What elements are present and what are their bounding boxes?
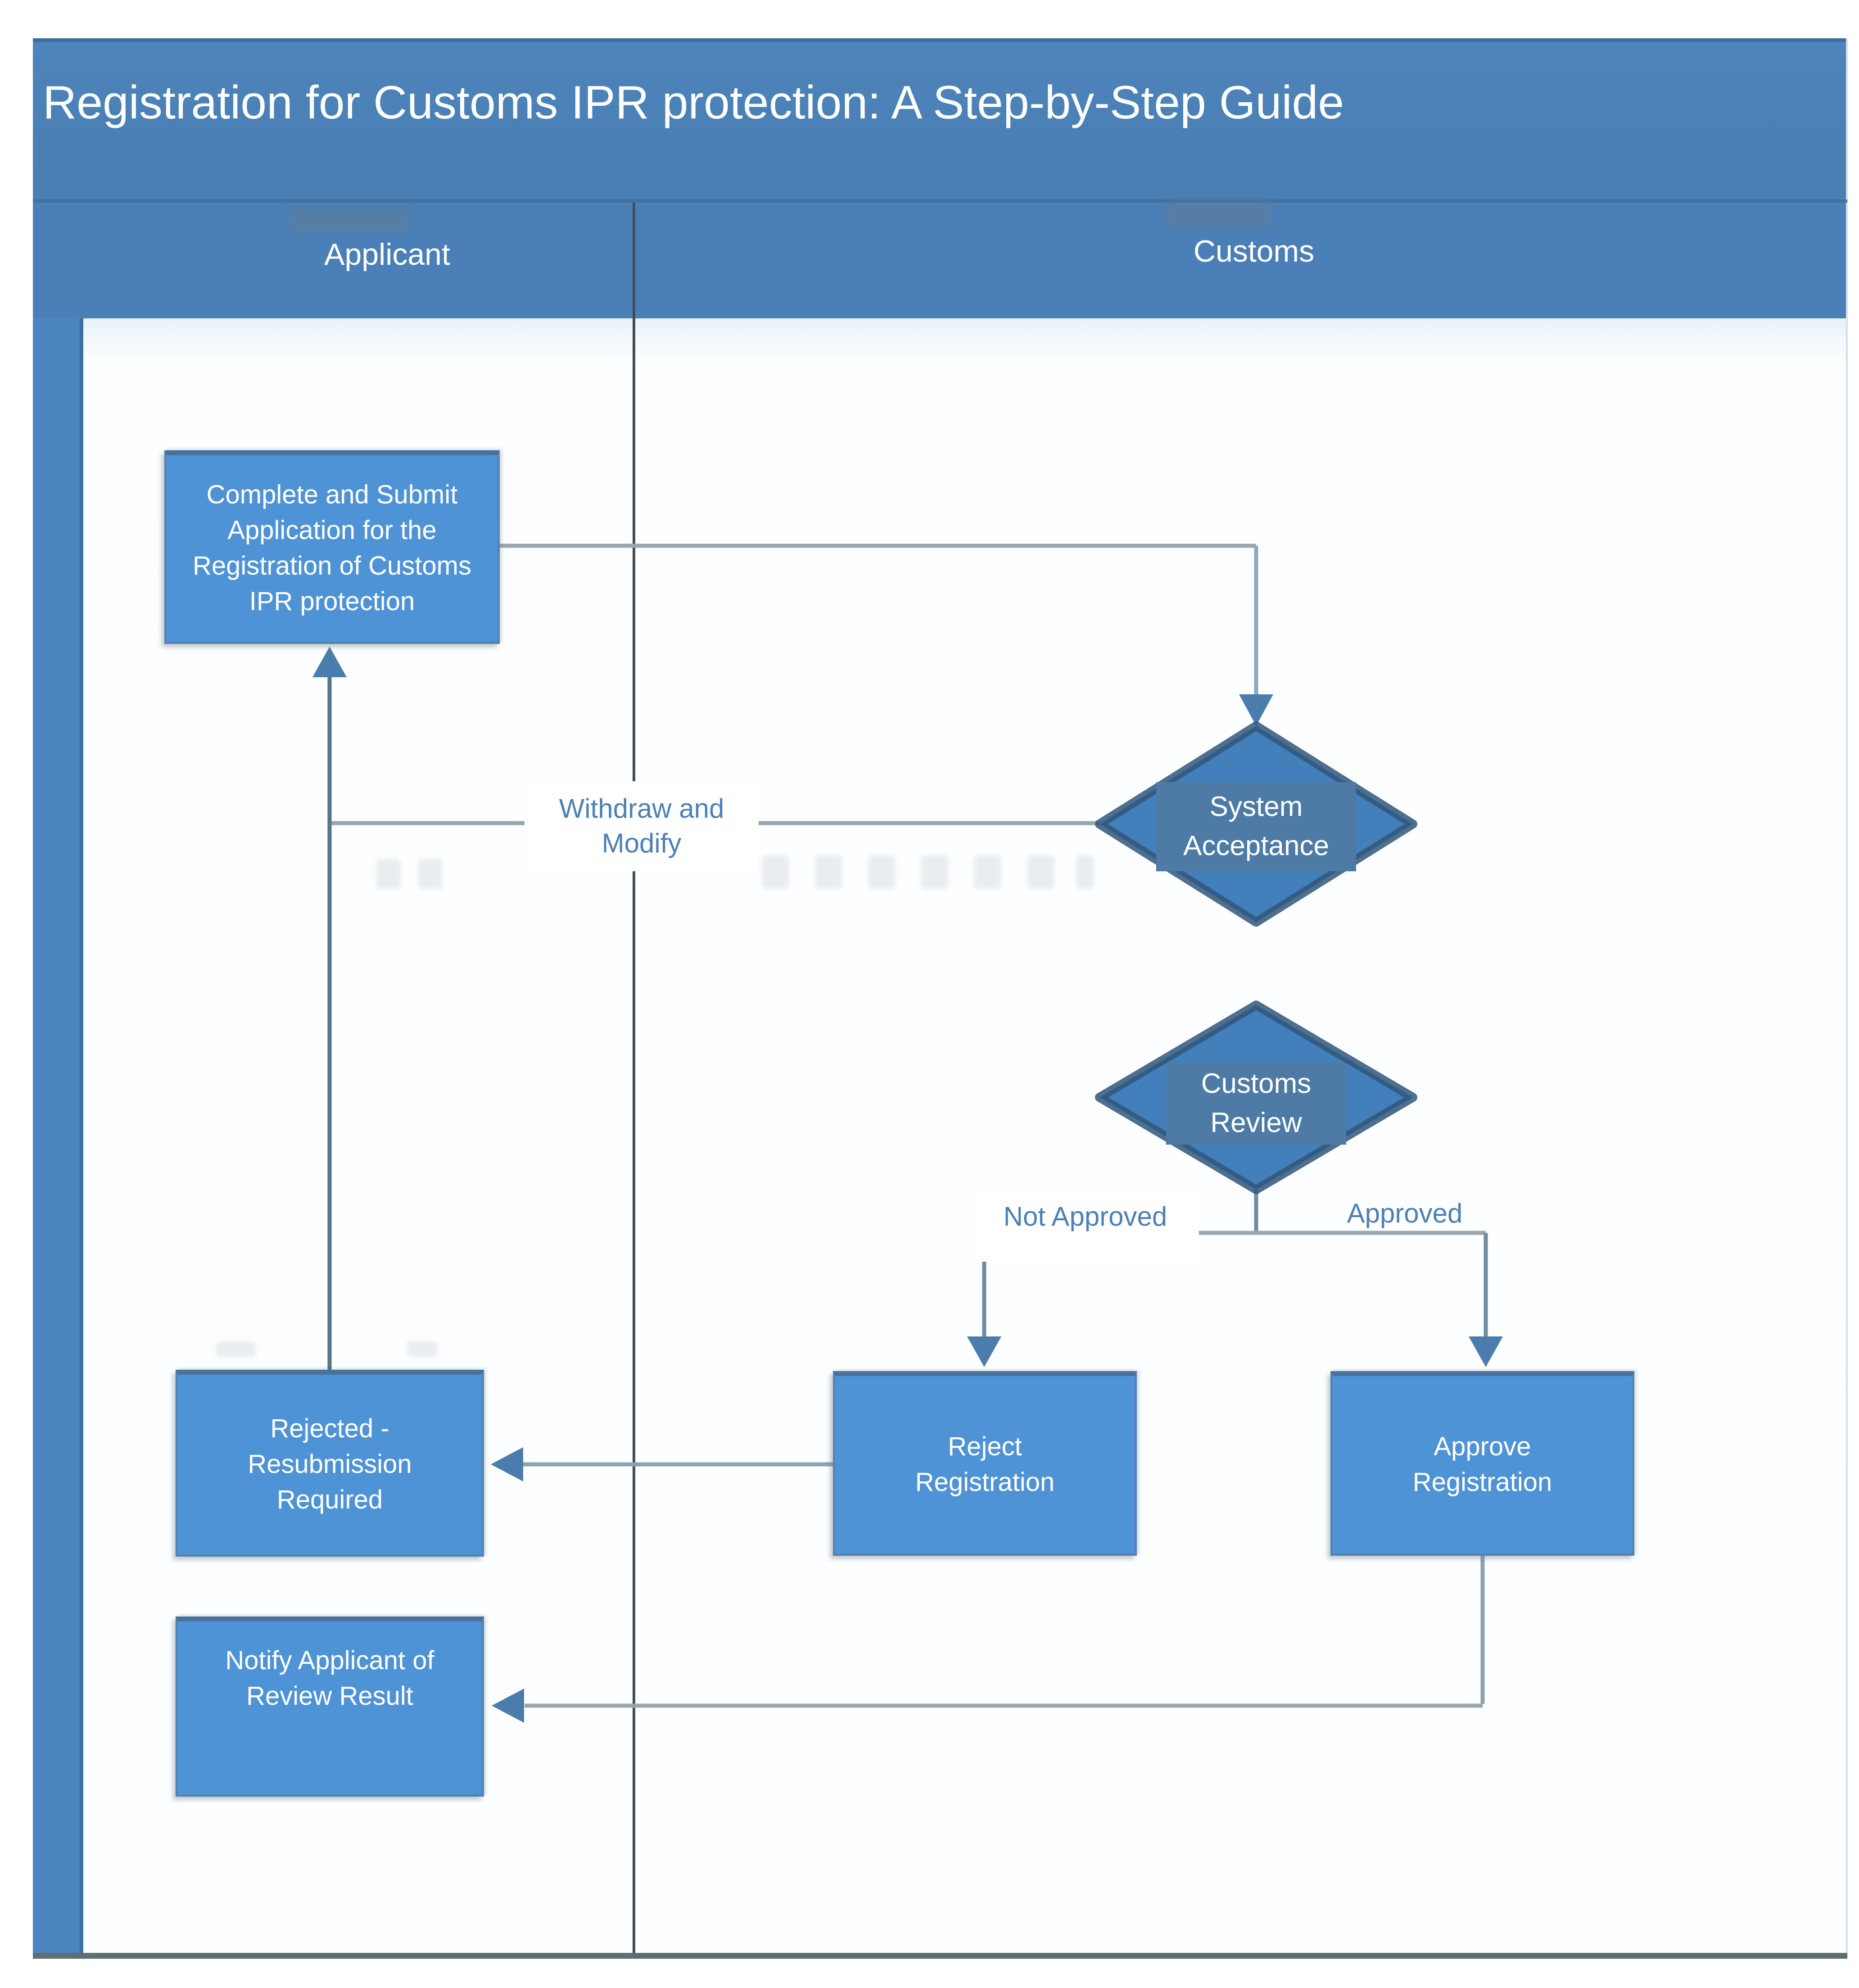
title-bar: [33, 38, 1847, 200]
lane-divider: [633, 203, 635, 1953]
watermark-smudge: [762, 856, 789, 889]
watermark-smudge: [407, 1341, 438, 1357]
lane-header-band: [33, 203, 1847, 318]
edge-label-approved: Approved: [1324, 1189, 1486, 1238]
node-label: Notify Applicant of Review Result: [225, 1646, 434, 1711]
right-border: [1846, 38, 1848, 1956]
node-label: Reject Registration: [915, 1432, 1055, 1497]
node-label: Complete and Submit Application for the …: [193, 480, 471, 616]
watermark-smudge: [418, 859, 442, 889]
edge-label-text: Not Approved: [1003, 1201, 1167, 1232]
edge-label-text: Withdraw and Modify: [559, 793, 724, 858]
lane-header-customs: Customs: [1193, 234, 1315, 268]
watermark-smudge: [290, 208, 410, 233]
watermark-smudge: [815, 856, 842, 889]
node-label: System Acceptance: [1183, 791, 1329, 861]
title-lane-separator: [33, 199, 1847, 203]
lane-header-applicant: Applicant: [324, 237, 450, 272]
node-reject-registration: Reject Registration: [833, 1371, 1137, 1556]
edge-label-text: Approved: [1347, 1198, 1463, 1228]
watermark-smudge: [1076, 856, 1094, 889]
edge-label-withdraw-and-modify: Withdraw and Modify: [525, 781, 759, 871]
edge-label-not-approved: Not Approved: [972, 1194, 1199, 1262]
watermark-smudge: [1166, 202, 1270, 229]
node-label: Rejected - Resubmission Required: [248, 1414, 412, 1514]
watermark-smudge: [868, 856, 895, 889]
node-label: Customs Review: [1201, 1068, 1312, 1138]
watermark-smudge: [921, 856, 948, 889]
node-customs-review: Customs Review: [1166, 1063, 1346, 1145]
watermark-smudge: [216, 1341, 256, 1357]
watermark-smudge: [974, 856, 1001, 889]
watermark-smudge: [376, 859, 401, 889]
node-notify-applicant: Notify Applicant of Review Result: [176, 1617, 484, 1797]
node-complete-submit-application: Complete and Submit Application for the …: [164, 450, 500, 644]
node-rejected-resubmission-required: Rejected - Resubmission Required: [176, 1370, 484, 1557]
bottom-border: [33, 1953, 1847, 1959]
node-approve-registration: Approve Registration: [1330, 1371, 1634, 1556]
page-title: Registration for Customs IPR protection:…: [43, 77, 1344, 129]
left-border-strip: [33, 318, 83, 1953]
node-system-acceptance: System Acceptance: [1156, 782, 1356, 871]
watermark-smudge: [1027, 856, 1054, 889]
node-label: Approve Registration: [1412, 1432, 1552, 1497]
